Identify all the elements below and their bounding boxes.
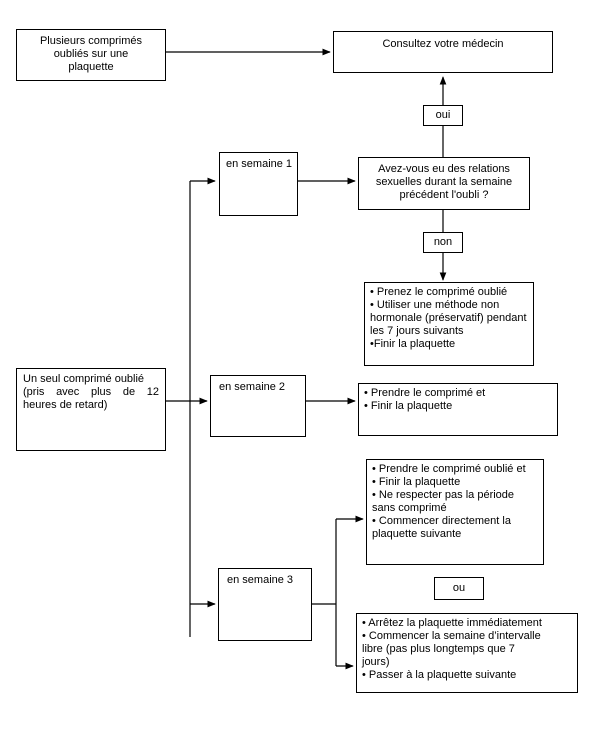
week1-box: en semaine 1 — [219, 152, 298, 216]
week3-option2-box: • Arrêtez la plaquette immédiatement • C… — [356, 613, 578, 693]
single-missed-box: Un seul comprimé oublié (pris avec plus … — [16, 368, 166, 451]
question-box: Avez-vous eu des relations sexuelles dur… — [358, 157, 530, 210]
week1-actions-box: • Prenez le comprimé oublié • Utiliser u… — [364, 282, 534, 366]
week3-box: en semaine 3 — [218, 568, 312, 641]
yes-box: oui — [423, 105, 463, 126]
no-box: non — [423, 232, 463, 253]
week2-box: en semaine 2 — [210, 375, 306, 437]
week2-actions-box: • Prendre le comprimé et • Finir la plaq… — [358, 383, 558, 436]
consult-doctor-box: Consultez votre médecin — [333, 31, 553, 73]
or-box: ou — [434, 577, 484, 600]
week3-option1-box: • Prendre le comprimé oublié et • Finir … — [366, 459, 544, 565]
many-missed-box: Plusieurs comprimés oubliés sur une plaq… — [16, 29, 166, 81]
